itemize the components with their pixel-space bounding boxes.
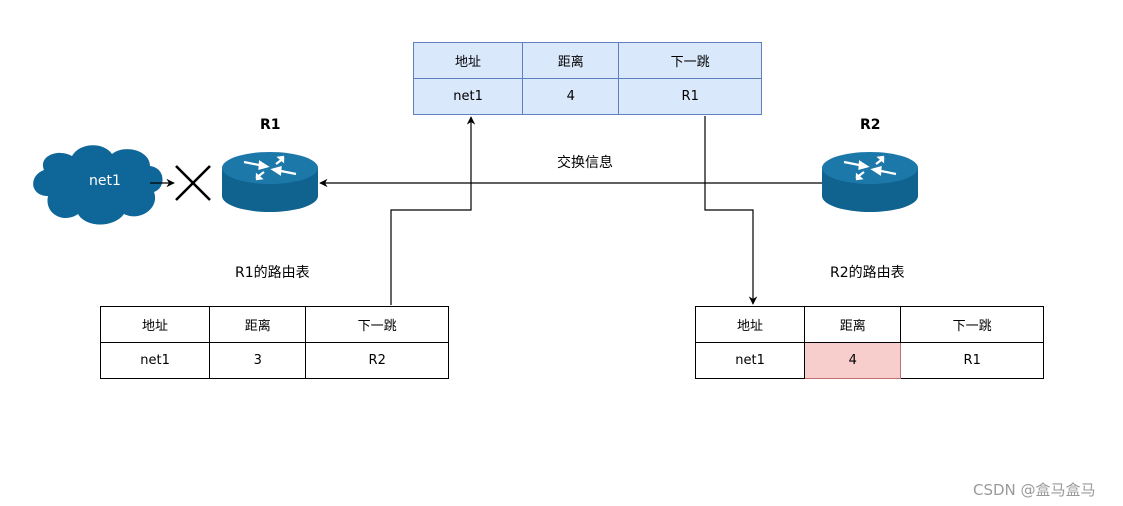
header-address: 地址	[99, 306, 211, 343]
header-distance: 距离	[209, 306, 307, 343]
header-distance: 距离	[804, 306, 902, 343]
table-row: net1 4 R1	[694, 342, 1044, 379]
cell-address: net1	[412, 78, 524, 115]
exchanged-routing-table: 地址 距离 下一跳 net1 4 R1	[412, 42, 762, 115]
router-r1-label: R1	[260, 117, 281, 133]
table-header-row: 地址 距离 下一跳	[412, 42, 762, 79]
r2-table-caption: R2的路由表	[830, 265, 905, 281]
cell-distance-highlighted: 4	[804, 342, 902, 379]
exchange-to-r2-connector	[704, 116, 758, 305]
header-address: 地址	[412, 42, 524, 79]
cell-next-hop: R2	[305, 342, 449, 379]
cell-address: net1	[694, 342, 806, 379]
header-address: 地址	[694, 306, 806, 343]
header-next-hop: 下一跳	[900, 306, 1044, 343]
cloud-icon	[33, 145, 163, 225]
r1-routing-table: 地址 距离 下一跳 net1 3 R2	[99, 306, 449, 379]
watermark: CSDN @盒马盒马	[973, 481, 1096, 499]
net1-label: net1	[89, 173, 121, 189]
header-next-hop: 下一跳	[618, 42, 762, 79]
router-r2-label: R2	[860, 117, 881, 133]
table-row: net1 3 R2	[99, 342, 449, 379]
router-r1-icon	[222, 152, 318, 212]
cell-address: net1	[99, 342, 211, 379]
router-r2-icon	[822, 152, 918, 212]
r1-table-caption: R1的路由表	[235, 265, 310, 281]
cell-next-hop: R1	[618, 78, 762, 115]
table-header-row: 地址 距离 下一跳	[694, 306, 1044, 343]
r2-routing-table: 地址 距离 下一跳 net1 4 R1	[694, 306, 1044, 379]
r1-to-exchange-connector	[390, 116, 476, 305]
table-row: net1 4 R1	[412, 78, 762, 115]
header-distance: 距离	[522, 42, 620, 79]
cell-next-hop: R1	[900, 342, 1044, 379]
broken-link-x-icon	[175, 165, 211, 201]
table-header-row: 地址 距离 下一跳	[99, 306, 449, 343]
exchange-label: 交换信息	[557, 155, 613, 171]
cell-distance: 4	[522, 78, 620, 115]
cell-distance: 3	[209, 342, 307, 379]
header-next-hop: 下一跳	[305, 306, 449, 343]
